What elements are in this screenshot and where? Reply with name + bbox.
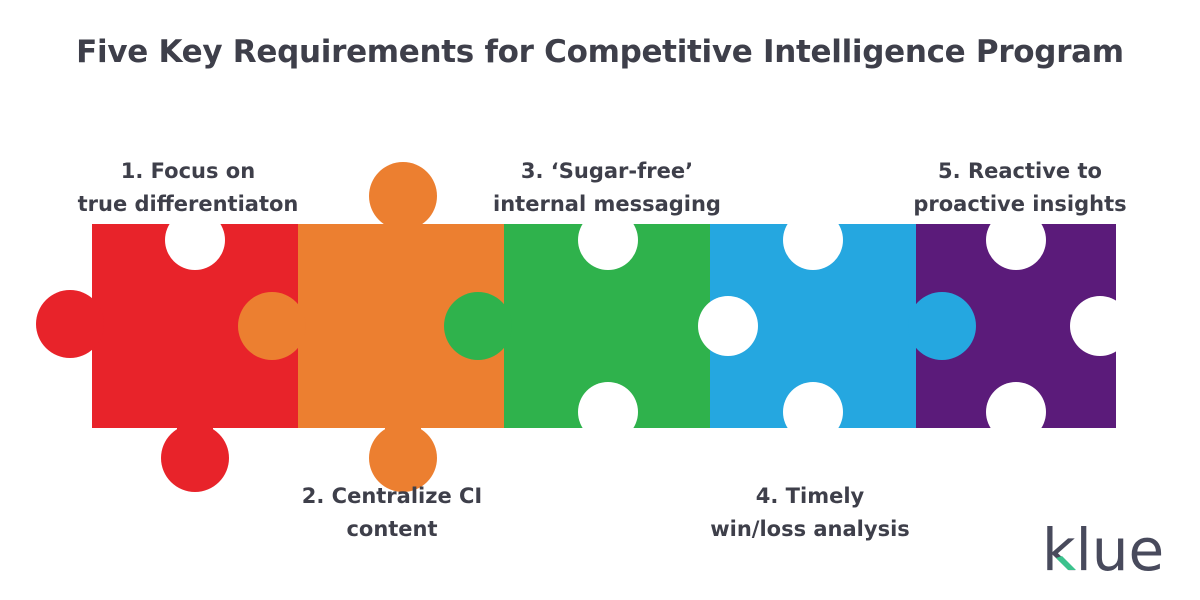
requirement-2-line-1: 2. Centralize CI [301, 484, 483, 508]
piece-1-left-neck [60, 306, 100, 342]
puzzle-piece-3 [444, 210, 712, 442]
klue-logo: klue [1042, 516, 1164, 580]
piece-4-top-blank-neck [798, 214, 828, 240]
piece-5-bottom-blank-neck [1001, 412, 1031, 438]
requirement-3-line-1: 3. ‘Sugar-free’ [520, 159, 694, 183]
piece-1-top-blank-neck [180, 214, 210, 240]
puzzle-piece-5 [908, 210, 1130, 442]
piece-2-top-neck [385, 196, 421, 230]
requirement-label-3: 3. ‘Sugar-free’ internal messaging [462, 155, 752, 221]
piece-5-left-neck [912, 308, 944, 344]
piece-1-bottom-neck [177, 420, 213, 460]
page-title: Five Key Requirements for Competitive In… [76, 34, 1124, 70]
klue-logo-accent [1056, 556, 1076, 570]
requirement-label-2: 2. Centralize CI content [252, 480, 532, 546]
requirement-1-line-1: 1. Focus on [120, 159, 256, 183]
piece-3-bottom-blank-neck [593, 412, 623, 438]
piece-5-top-blank-neck [1001, 214, 1031, 240]
requirement-label-4: 4. Timely win/loss analysis [670, 480, 950, 546]
requirement-5-line-1: 5. Reactive to [938, 159, 1102, 183]
requirement-5-line-2: proactive insights [913, 192, 1127, 216]
requirement-label-1: 1. Focus on true differentiaton [48, 155, 328, 221]
piece-5-right-blank-neck [1100, 311, 1124, 341]
piece-4-bottom-blank-neck [798, 412, 828, 438]
requirement-3-line-2: internal messaging [493, 192, 721, 216]
requirement-label-5: 5. Reactive to proactive insights [880, 155, 1160, 221]
puzzle-piece-2 [238, 162, 506, 492]
piece-2-left-neck [272, 308, 304, 344]
requirement-4-line-2: win/loss analysis [710, 517, 910, 541]
piece-3-top-blank-neck [593, 214, 623, 240]
piece-3-left-neck [478, 308, 510, 344]
requirement-4-line-1: 4. Timely [755, 484, 865, 508]
puzzle-piece-4 [698, 210, 918, 442]
requirement-1-line-2: true differentiaton [77, 192, 299, 216]
piece-4-left-blank-neck [706, 311, 728, 341]
klue-logo-wordmark: klue [1042, 516, 1164, 580]
requirement-2-line-2: content [346, 517, 438, 541]
piece-2-bottom-neck [385, 420, 421, 460]
